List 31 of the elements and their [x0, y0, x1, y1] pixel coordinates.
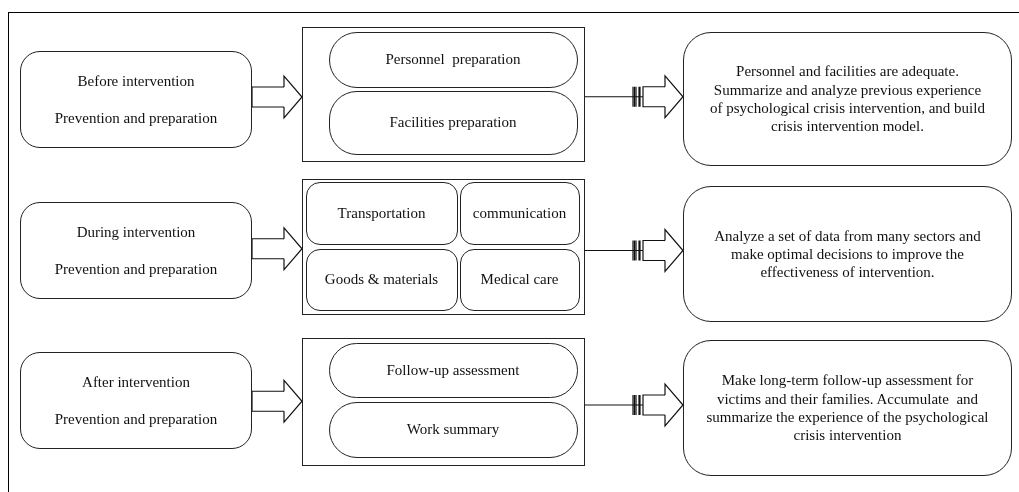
node-text: Facilities preparation [389, 113, 517, 132]
rounded-box [20, 202, 252, 299]
node-text: Transportation [337, 203, 426, 223]
node-text: During intervention [76, 222, 196, 241]
rounded-box [305, 248, 458, 311]
group-box [302, 179, 585, 315]
rounded-box [20, 352, 252, 449]
node-text: Prevention and preparation [54, 410, 218, 429]
node-text: communication [472, 203, 567, 223]
rounded-box [683, 32, 1012, 166]
rounded-box [683, 340, 1012, 476]
node-text: Prevention and preparation [54, 260, 218, 279]
node-text: Personnel preparation [385, 50, 521, 69]
node-text: Analyze a set of data from many sectors and make optimal decisions to improve the effectiveness of intervention. [713, 226, 982, 282]
node-text: Prevention and preparation [54, 109, 218, 128]
node-text: Make long-term follow-up assessment for victims and their families. Accumulate and summarize the experience of the psychological crisis intervention [706, 371, 989, 445]
node-text: Before intervention [77, 71, 195, 90]
node-text: Medical care [480, 270, 559, 289]
pill-box [328, 90, 578, 155]
rounded-box [20, 51, 252, 148]
node-text: Work summary [406, 420, 500, 439]
node-text: Goods & materials [324, 270, 439, 289]
group-box [302, 27, 585, 162]
node-text: After intervention [82, 372, 190, 391]
node-text: Personnel and facilities are adequate. Summarize and analyze previous experience of psychological crisis intervention, and build crisis intervention model. [709, 62, 986, 136]
rounded-box [459, 248, 580, 311]
rounded-box [683, 186, 1012, 322]
rounded-box [305, 181, 458, 245]
group-box [302, 338, 585, 466]
node-text: Follow-up assessment [386, 360, 520, 380]
rounded-box [459, 181, 580, 245]
